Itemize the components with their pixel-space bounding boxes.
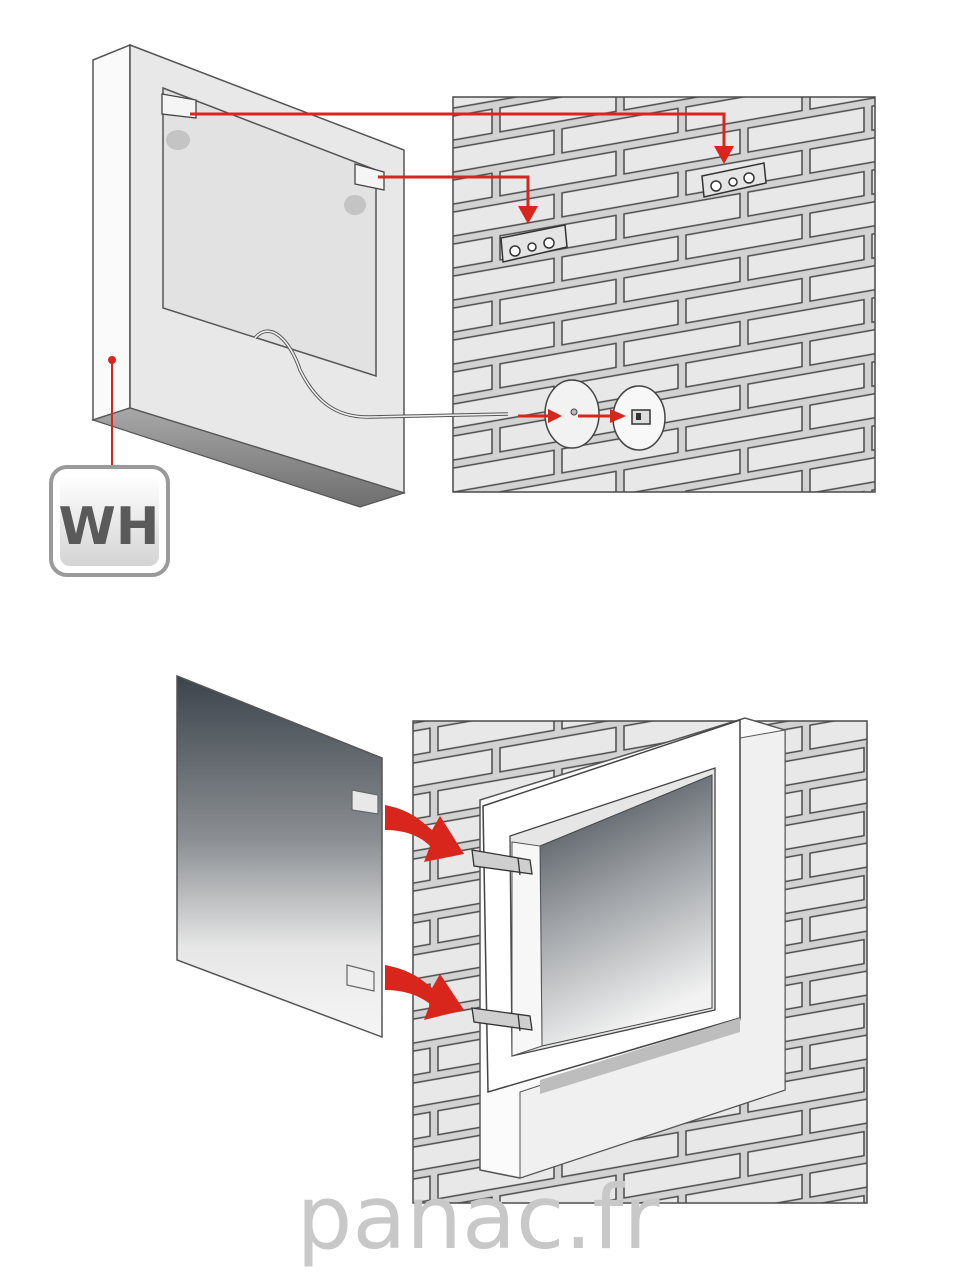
wall-bracket-left: [500, 224, 568, 263]
door-hinge-plate-lower: [346, 964, 375, 992]
wh-badge-label: WH: [59, 497, 160, 557]
bottom-scene: [176, 674, 868, 1204]
hinge-clip-lower: [471, 1007, 533, 1032]
mirror-door: [176, 674, 383, 1039]
arrow-hook-lower-to-bracket: [378, 175, 530, 210]
junction-box-socket: [612, 385, 666, 451]
wh-callout: WH: [49, 356, 170, 577]
brick-wall-top: [452, 96, 876, 493]
door-hinge-plate-upper: [351, 789, 379, 815]
arrows-bottom: [385, 805, 464, 1020]
arrow-door-to-clip-upper: [385, 805, 464, 862]
wall-bracket-right: [701, 162, 767, 198]
cabinet-hook-lower: [344, 163, 385, 215]
top-scene: WH: [49, 43, 876, 577]
recessed-cabinet: [471, 717, 786, 1179]
arrow-door-to-clip-lower: [385, 965, 464, 1020]
cabinet-hook-upper: [161, 93, 197, 150]
arrow-hook-upper-to-bracket: [190, 112, 726, 150]
hinge-clip-upper: [471, 849, 533, 876]
junction-box-cover: [544, 379, 600, 449]
arrows-top: [190, 112, 734, 423]
watermark: panac.fr: [297, 1166, 661, 1269]
